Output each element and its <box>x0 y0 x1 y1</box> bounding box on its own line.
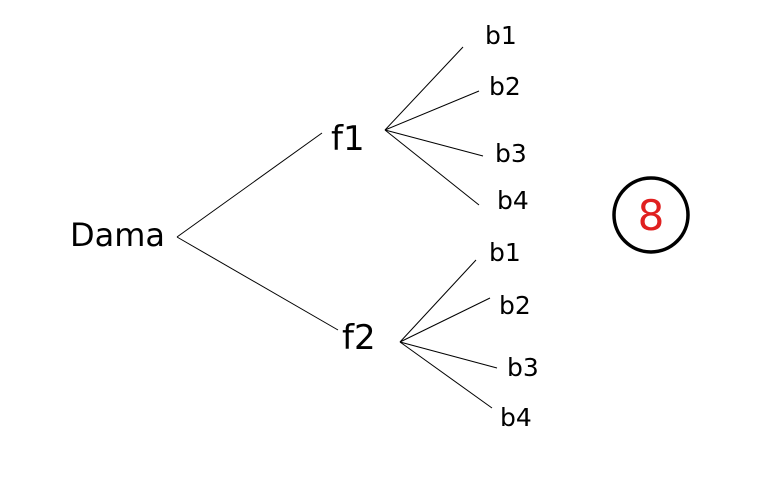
branch-label-f2: f2 <box>342 318 376 358</box>
edge-f1-b4 <box>384 129 480 206</box>
edge-f1-b2 <box>384 90 480 131</box>
root-label: Dama <box>70 216 165 254</box>
edge-root-f2 <box>176 236 339 331</box>
branch-label-f1: f1 <box>331 119 365 159</box>
leaf-label-f1-b3: b3 <box>495 139 527 168</box>
leaf-label-f2-b4: b4 <box>500 403 532 432</box>
leaf-label-f1-b4: b4 <box>497 186 529 215</box>
edge-f2-b4 <box>399 341 493 409</box>
edge-f2-b2 <box>399 297 491 343</box>
edge-f1-b1 <box>384 46 464 131</box>
result-value: 8 <box>638 191 665 240</box>
leaf-label-f2-b1: b1 <box>489 238 521 267</box>
edge-f2-b3 <box>399 341 498 369</box>
result-circle <box>612 176 690 254</box>
leaf-label-f2-b2: b2 <box>499 291 531 320</box>
leaf-label-f1-b2: b2 <box>489 72 521 101</box>
leaf-label-f2-b3: b3 <box>507 353 539 382</box>
edge-f1-b3 <box>384 129 484 157</box>
edge-f2-b1 <box>399 259 477 343</box>
leaf-label-f1-b1: b1 <box>485 21 517 50</box>
edge-root-f1 <box>176 132 323 238</box>
